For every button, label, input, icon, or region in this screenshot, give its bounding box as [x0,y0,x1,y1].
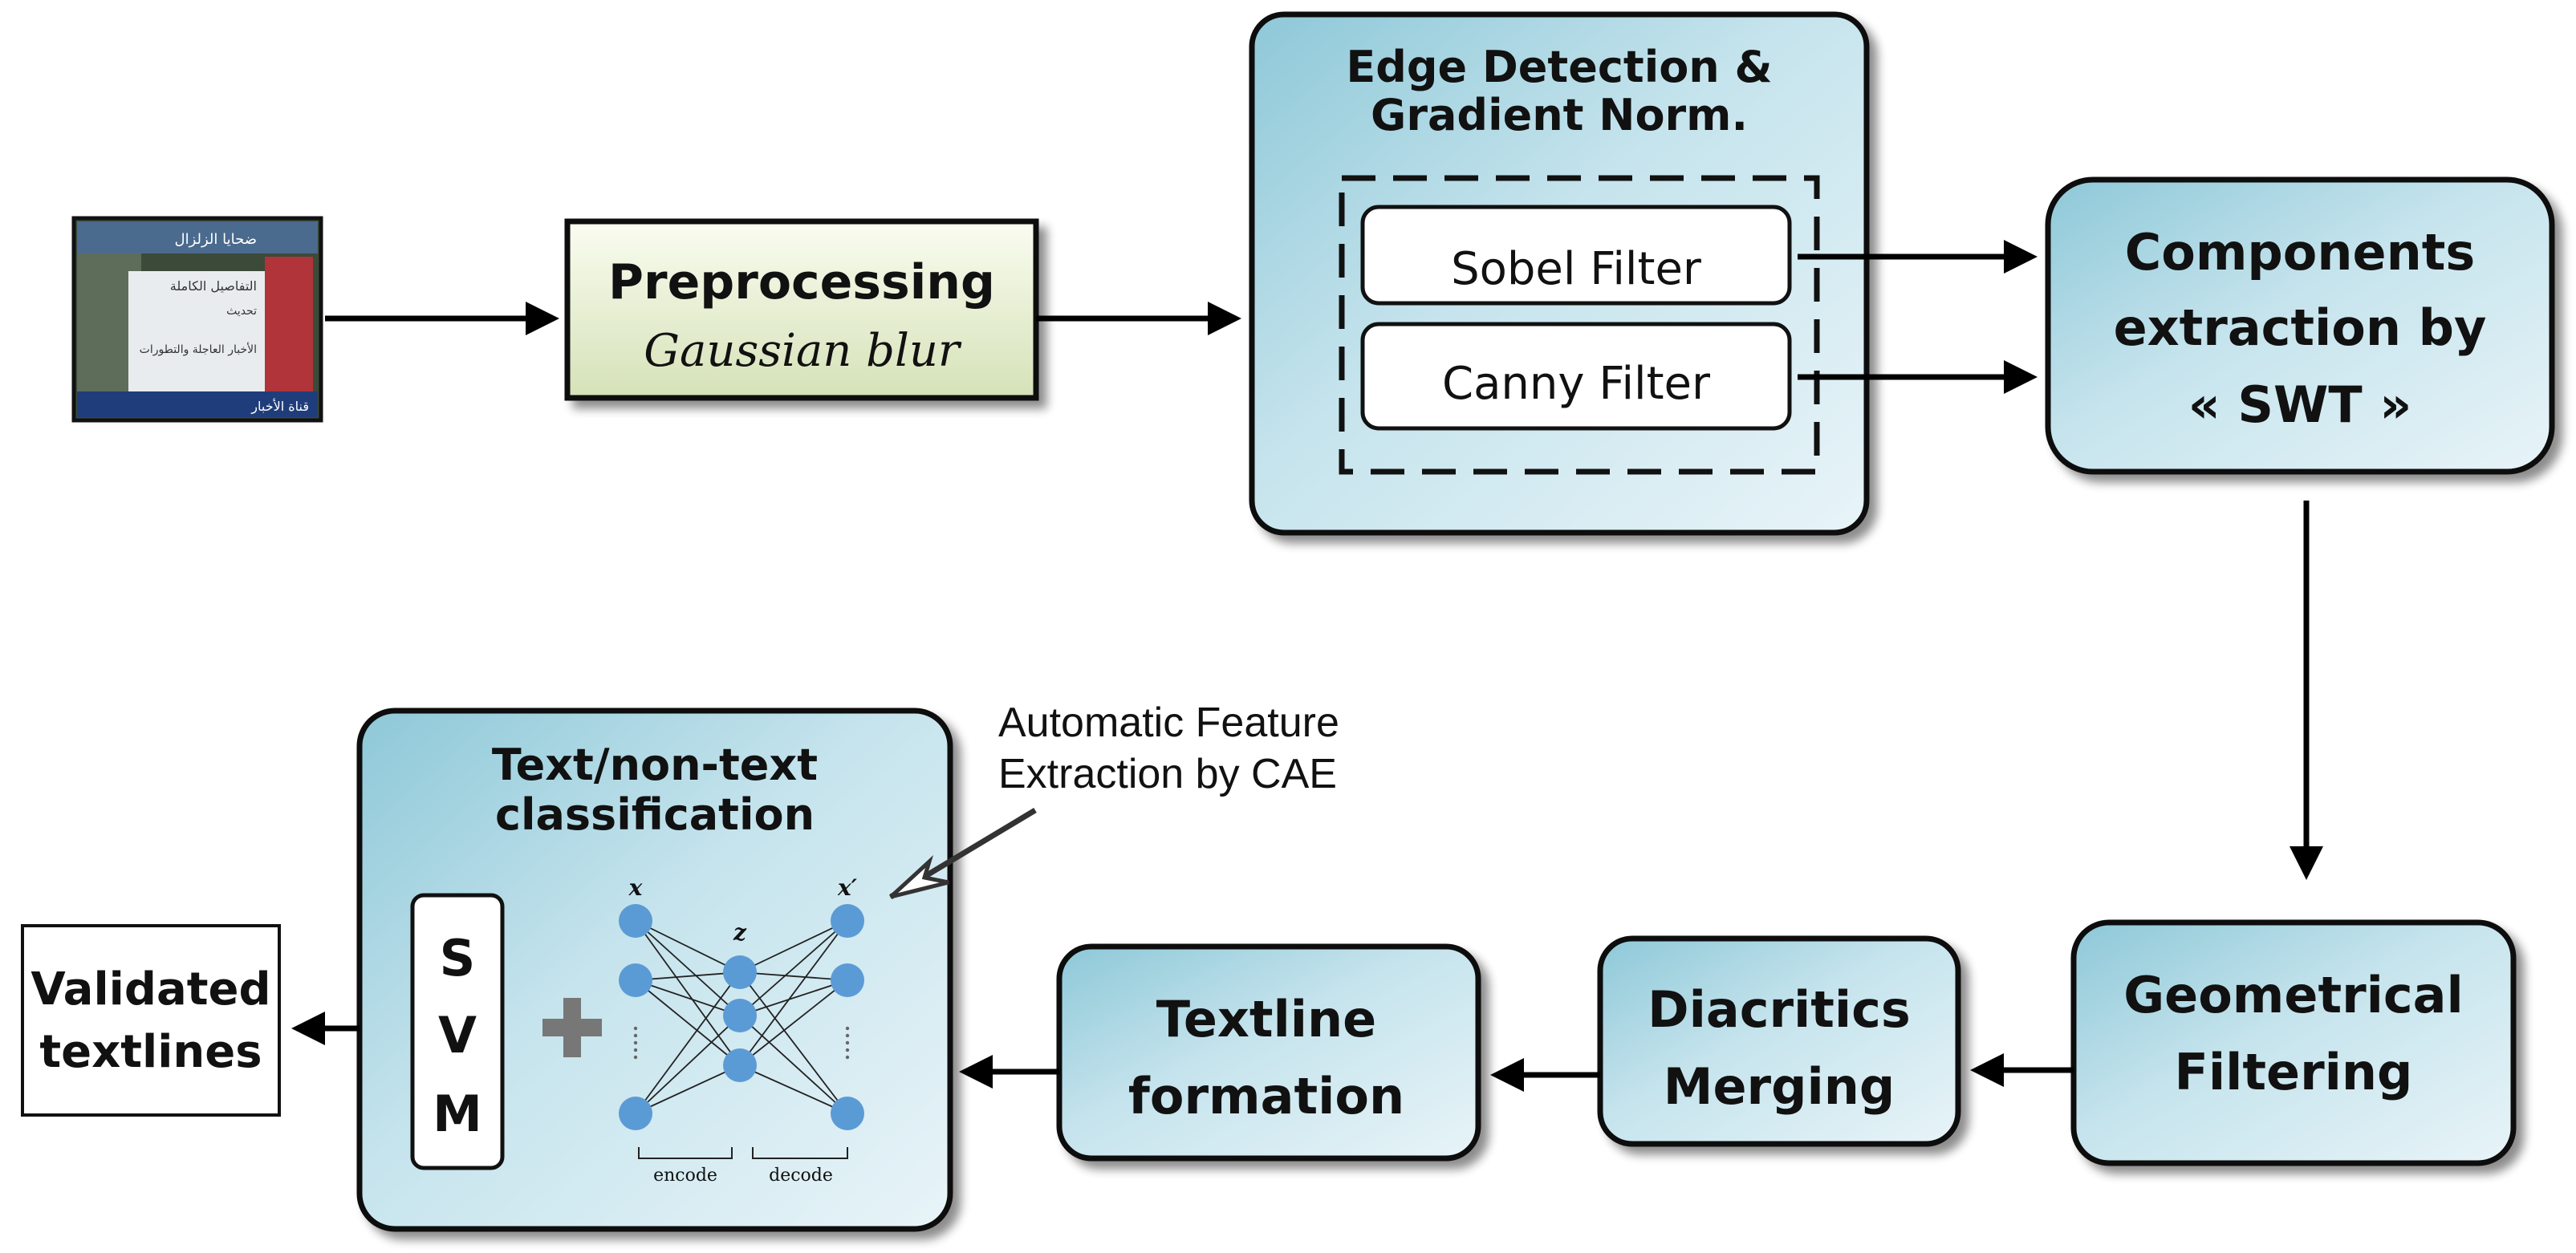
cae-connection [635,920,741,973]
classification-title-2: classification [495,789,815,840]
annotation-arrowhead [889,855,949,899]
geometrical-label-2: Filtering [2175,1043,2413,1101]
textline-label-2: formation [1128,1067,1404,1125]
textline-label-1: Textline [1156,990,1376,1048]
cae-connection [635,979,741,1066]
cae-ellipsis-dot [845,1026,850,1031]
cae-network [619,904,864,1130]
svm-box [410,893,505,1170]
preprocessing-subtitle: Gaussian blur [644,325,962,377]
swt-label-3: « SWT » [2188,375,2412,434]
sobel-filter-label: Sobel Filter [1451,243,1702,295]
cae-ellipsis-dot [845,1040,850,1045]
cae-node [619,904,652,938]
cae-annotation: Automatic Feature Extraction by CAE [889,699,1339,900]
preprocessing-box: Preprocessing Gaussian blur [564,218,1039,401]
annotation-line-2: Extraction by CAE [998,751,1337,797]
cae-node [831,1097,864,1130]
cae-connection [739,920,848,1016]
swt-label-2: extraction by [2114,298,2487,357]
validated-textlines-box: Validated textlines [21,924,281,1117]
cae-node [723,999,757,1032]
cae-ellipsis-dot [845,1055,850,1060]
cae-connection [739,979,848,1016]
encode-bracket [638,1147,733,1159]
cae-connection [739,971,848,1114]
cae-connection [739,979,848,1066]
sobel-filter-box [1360,205,1792,306]
cae-connection [635,920,741,1016]
filters-dashed-group [1339,175,1820,475]
annotation-line-1: Automatic Feature [998,699,1339,746]
textline-formation-box: Textline formation [1056,943,1481,1162]
diacritics-merging-box: Diacritics Merging [1597,935,1961,1147]
cae-ellipsis-dot [633,1040,638,1045]
geometrical-filtering-box: Geometrical Filtering [2070,919,2517,1166]
cae-ellipsis-dot [633,1026,638,1031]
cae-connection [635,971,741,981]
cae-node [723,1048,757,1082]
cae-label-x-prime: x′ [837,874,858,901]
canny-filter-label: Canny Filter [1442,358,1711,410]
cae-connection [739,971,848,981]
svm-letter-v: V [438,1006,477,1064]
geometrical-label-1: Geometrical [2123,966,2464,1024]
cae-node [619,1097,652,1130]
swt-label-1: Components [2125,223,2476,282]
frame-text-5: قناة الأخبار [250,398,309,415]
edge-detection-box: Edge Detection & Gradient Norm. Sobel Fi… [1249,11,1870,536]
cae-node [831,904,864,938]
cae-connection [635,1064,741,1114]
plus-sign [542,998,602,1057]
frame-text-1: ضحايا الزلزال [174,231,257,248]
decode-bracket [752,1147,848,1159]
decode-label: decode [769,1166,833,1186]
cae-connection [635,971,741,1114]
svm-letter-s: S [440,929,476,987]
preprocessing-title: Preprocessing [608,254,995,310]
classification-title-1: Text/non-text [492,740,818,790]
frame-text-3: تحديث [226,305,257,318]
cae-connection [635,1015,741,1114]
output-label-2: textlines [39,1026,262,1078]
cae-connection [739,920,848,973]
input-video-frame: ضحايا الزلزال التفاصيل الكاملة تحديث الأ… [71,216,323,423]
cae-connection [635,979,741,1016]
cae-ellipsis-dot [633,1033,638,1038]
diacritics-label-1: Diacritics [1648,980,1911,1039]
encode-label: encode [653,1166,717,1186]
frame-text-4: الأخبار العاجلة والتطورات [140,342,257,356]
cae-connection [739,1015,848,1114]
edge-detection-title-1: Edge Detection & [1346,42,1772,92]
cae-connection [635,920,741,1066]
cae-label-z: z [733,919,747,946]
diacritics-label-2: Merging [1664,1057,1895,1116]
cae-connection [739,1064,848,1114]
output-label-1: Validated [30,963,270,1016]
cae-ellipsis-dot [633,1048,638,1052]
edge-detection-title-2: Gradient Norm. [1371,90,1748,140]
cae-ellipsis-dot [845,1048,850,1052]
svm-letter-m: M [433,1085,482,1143]
cae-node [619,963,652,997]
classification-box: Text/non-text classification S V M x z x… [356,708,953,1232]
swt-box: Components extraction by « SWT » [2045,176,2555,475]
cae-ellipsis-dot [845,1033,850,1038]
cae-ellipsis-dot [633,1055,638,1060]
cae-connection [739,920,848,1066]
canny-filter-box [1360,322,1792,431]
cae-node [831,963,864,997]
frame-text-2: التفاصيل الكاملة [170,278,257,294]
cae-node [723,955,757,989]
cae-label-x: x [628,874,643,901]
